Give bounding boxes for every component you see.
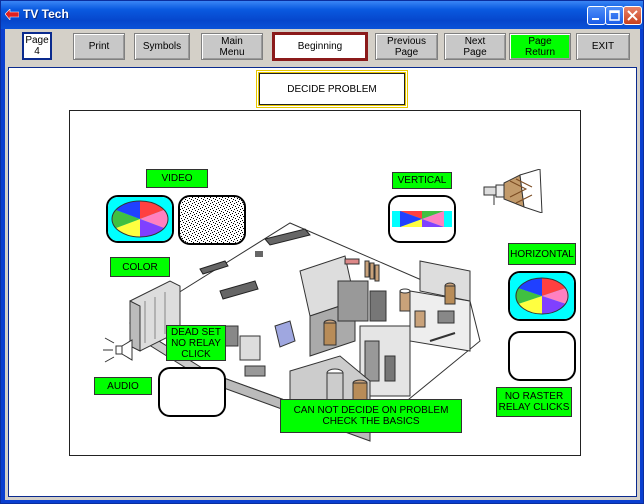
speaker-icon	[103, 337, 133, 363]
video-button[interactable]: VIDEO	[146, 169, 208, 188]
color-button[interactable]: COLOR	[110, 257, 170, 277]
check-basics-button[interactable]: CAN NOT DECIDE ON PROBLEM CHECK THE BASI…	[280, 399, 462, 433]
print-button[interactable]: Print	[73, 33, 125, 60]
circuit-board-illustration	[129, 222, 481, 442]
horizontal-screen-icon	[508, 271, 576, 321]
vertical-button[interactable]: VERTICAL	[392, 172, 452, 189]
page-heading: DECIDE PROBLEM	[256, 70, 408, 108]
close-button[interactable]	[623, 6, 642, 25]
main-panel: DECIDE PROBLEM	[8, 67, 637, 497]
picture-tube-neck-icon	[483, 169, 543, 213]
exit-button[interactable]: EXIT	[576, 33, 630, 60]
dead-set-button[interactable]: DEAD SET NO RELAY CLICK	[166, 325, 226, 361]
minimize-icon	[592, 18, 599, 20]
close-icon	[627, 10, 638, 21]
color-wheel-icon	[108, 197, 172, 241]
beginning-button[interactable]: Beginning	[272, 32, 368, 61]
title-bar: TV Tech	[1, 1, 643, 29]
app-arrow-icon	[5, 9, 19, 20]
toolbar: Page 4 Print Symbols Main Menu Beginning…	[5, 29, 640, 67]
color-bars-screen-icon	[106, 195, 174, 243]
audio-button[interactable]: AUDIO	[94, 377, 152, 395]
page-return-button[interactable]: Page Return	[509, 33, 571, 60]
vertical-collapse-screen-icon	[388, 195, 456, 243]
previous-page-button[interactable]: Previous Page	[375, 33, 438, 60]
horizontal-button[interactable]: HORIZONTAL	[508, 243, 576, 265]
page-indicator: Page 4	[22, 32, 52, 60]
no-raster-screen-icon	[508, 331, 576, 381]
next-page-button[interactable]: Next Page	[444, 33, 506, 60]
vertical-band-icon	[390, 197, 454, 241]
maximize-icon	[609, 10, 620, 21]
tv-chassis-diagram: VIDEO VERTICAL COLOR HORIZONTAL DEAD SET…	[69, 110, 581, 456]
client-area: Page 4 Print Symbols Main Menu Beginning…	[5, 29, 640, 500]
color-wheel-icon	[510, 273, 574, 319]
maximize-button[interactable]	[605, 6, 624, 25]
no-raster-button[interactable]: NO RASTER RELAY CLICKS	[496, 387, 572, 417]
window-title: TV Tech	[23, 7, 69, 21]
snow-screen-icon	[178, 195, 246, 245]
no-audio-screen-icon	[158, 367, 226, 417]
symbols-button[interactable]: Symbols	[134, 33, 190, 60]
minimize-button[interactable]	[587, 6, 606, 25]
static-noise-icon	[180, 197, 244, 243]
main-menu-button[interactable]: Main Menu	[201, 33, 263, 60]
